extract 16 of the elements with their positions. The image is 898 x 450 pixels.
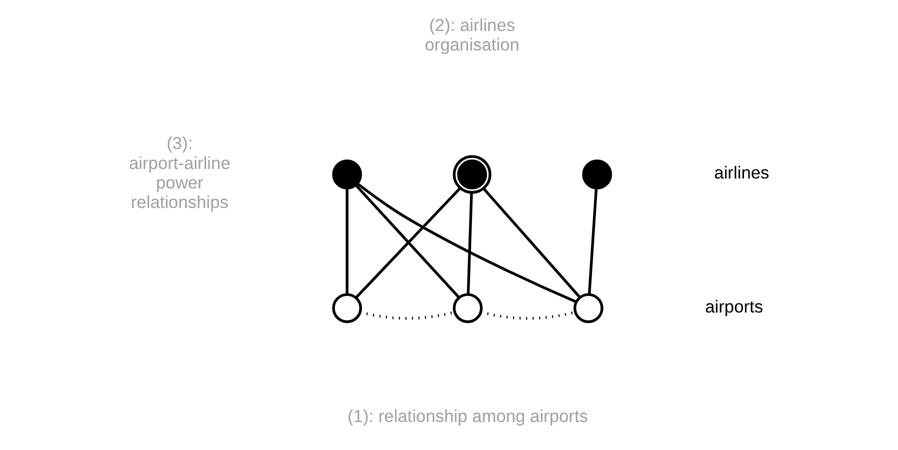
node-circle — [332, 160, 362, 190]
node-circle — [582, 160, 612, 190]
connector — [588, 188, 598, 294]
node-circle — [332, 293, 362, 324]
connector — [346, 188, 348, 294]
node-circle — [452, 155, 492, 194]
node-circle — [452, 293, 483, 324]
label: airports — [705, 296, 764, 316]
label: (1): relationship among airports — [348, 406, 588, 426]
connector — [356, 182, 577, 304]
label: (2): airlines organisation — [424, 14, 520, 54]
connector — [466, 192, 473, 294]
label: airlines — [714, 162, 770, 183]
node-circle — [573, 293, 604, 324]
connector — [482, 188, 581, 298]
label: (3): airport-airline power relationships — [128, 133, 230, 212]
